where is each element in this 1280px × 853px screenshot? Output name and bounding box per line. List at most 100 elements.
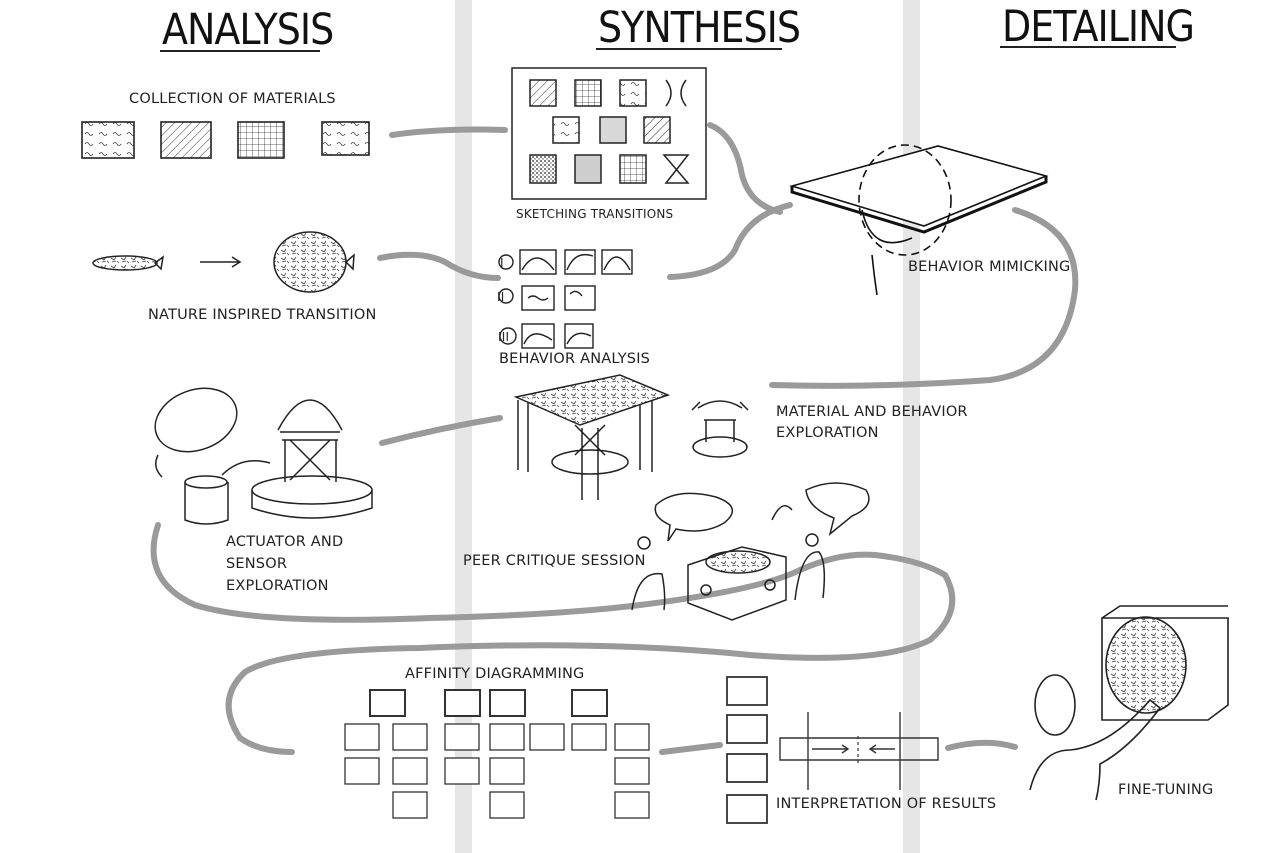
actuator-sensor-sketch — [154, 387, 373, 525]
heading-underline — [1000, 46, 1176, 48]
box-hole — [764, 579, 776, 591]
affinity-note — [444, 689, 481, 717]
balloon-outline — [861, 209, 913, 244]
behavior-graph — [564, 323, 594, 349]
sketch-cell — [643, 116, 671, 144]
person-body — [771, 505, 793, 521]
sketch-cell — [552, 116, 580, 144]
behavior-curve — [523, 333, 553, 345]
balloon-string — [871, 254, 878, 296]
table-scissor — [574, 424, 606, 456]
step-label-nature-inspired-transition: NATURE INSPIRED TRANSITION — [148, 307, 377, 323]
heading-underline — [160, 50, 320, 52]
step-label-material-behavior-line2: EXPLORATION — [776, 425, 879, 441]
behavior-curve — [566, 253, 594, 271]
person-head — [1034, 674, 1076, 736]
affinity-note — [489, 723, 525, 751]
phase-divider-right — [903, 0, 920, 853]
behavior-analysis-graphs — [498, 249, 633, 349]
affinity-note — [571, 723, 607, 751]
flow-segment — [769, 207, 1079, 389]
behavior-curve — [569, 290, 583, 297]
cylinder-top — [184, 475, 228, 489]
step-label-behavior-analysis: BEHAVIOR ANALYSIS — [499, 351, 651, 367]
affinity-note — [392, 791, 428, 819]
step-label-actuator-line1: ACTUATOR AND — [226, 534, 344, 550]
inflated-fish — [273, 231, 347, 293]
cube-surface — [1105, 616, 1187, 714]
canopy-edge — [790, 176, 1048, 234]
flow-segment — [379, 415, 503, 446]
behavior-marker-3: III — [498, 330, 510, 344]
result-note — [726, 753, 768, 783]
affinity-note — [489, 791, 525, 819]
table-prototype-sketch — [513, 374, 749, 500]
sketch-cell — [529, 79, 557, 107]
affinity-note — [614, 791, 650, 819]
scissor-lift — [284, 439, 337, 482]
affinity-notes — [344, 689, 650, 819]
table-base — [551, 449, 629, 475]
step-label-collection-of-materials: COLLECTION OF MATERIALS — [129, 91, 336, 107]
row-marker — [498, 254, 514, 270]
sketch-cell — [619, 154, 647, 184]
table-legs — [517, 400, 653, 500]
sketch-cell — [574, 154, 602, 184]
affinity-note — [614, 723, 650, 751]
person-arm — [1029, 698, 1162, 801]
scale-chart — [779, 712, 939, 790]
material-swatch — [321, 121, 370, 156]
step-label-interpretation-of-results: INTERPRETATION OF RESULTS — [776, 796, 997, 812]
step-label-actuator-line2: SENSOR — [226, 556, 288, 572]
peer-critique-sketch — [631, 482, 870, 621]
behavior-curve — [566, 332, 592, 345]
canopy-balloon-sketch — [789, 144, 1049, 296]
person-body — [631, 572, 666, 611]
pufferfish-sketch — [92, 231, 355, 293]
flow-segment — [377, 251, 501, 281]
affinity-note — [444, 757, 480, 785]
affinity-note — [344, 757, 380, 785]
sketch-cell — [599, 116, 627, 144]
behavior-marker-1: I — [500, 256, 504, 270]
cube-prototype — [1101, 605, 1229, 721]
speech-bubble — [654, 492, 733, 542]
motion-arrows-icon — [691, 400, 749, 411]
fine-tuning-sketch — [1029, 605, 1229, 801]
phase-heading-analysis: ANALYSIS — [162, 5, 334, 55]
step-label-affinity-diagramming: AFFINITY DIAGRAMMING — [405, 666, 585, 682]
cylinder-actuator — [184, 482, 229, 525]
converging-arrows-icon — [812, 744, 895, 754]
fish-tail — [344, 253, 355, 271]
phase-heading-detailing: DETAILING — [1002, 2, 1195, 52]
flow-path — [150, 122, 1079, 755]
step-label-actuator-line3: EXPLORATION — [226, 578, 329, 594]
mini-frame — [704, 419, 736, 442]
behavior-marker-2: II — [497, 290, 505, 304]
affinity-note — [444, 723, 480, 751]
speech-bubble — [805, 482, 870, 537]
balloon-dashed-outline — [858, 144, 952, 256]
person-head — [637, 536, 651, 550]
ring-base — [251, 490, 373, 519]
step-label-sketching-transitions: SKETCHING TRANSITIONS — [516, 207, 674, 221]
behavior-graph — [564, 285, 596, 311]
canopy-surface — [789, 145, 1049, 227]
result-note — [726, 676, 768, 706]
arrow-icon — [200, 256, 242, 268]
sketch-cell — [619, 79, 647, 107]
row-marker — [498, 288, 514, 304]
result-note — [726, 794, 768, 824]
box-hole — [700, 584, 712, 596]
affinity-note — [614, 757, 650, 785]
behavior-graph — [519, 249, 557, 275]
connection-wire — [221, 460, 271, 476]
behavior-graph — [564, 249, 596, 275]
phase-heading-synthesis: SYNTHESIS — [598, 3, 801, 53]
flow-segment — [150, 522, 956, 755]
result-note — [726, 714, 768, 744]
material-swatch — [160, 121, 212, 159]
behavior-graph — [601, 249, 633, 275]
material-swatches — [81, 121, 370, 159]
